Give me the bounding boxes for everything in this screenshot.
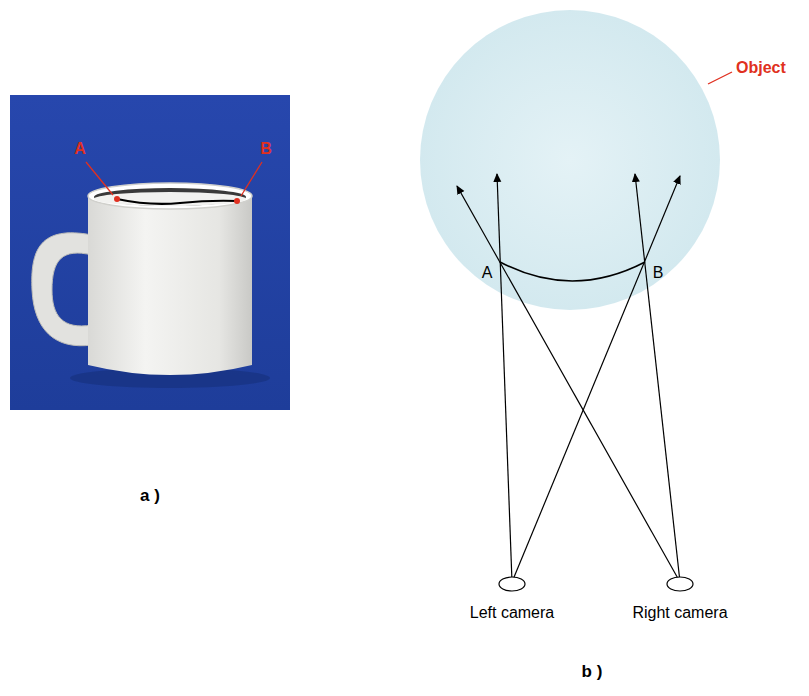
camera-label: Right camera [632, 604, 727, 622]
panel-label: a ) [140, 486, 160, 506]
photo-point-label: A [74, 140, 86, 158]
object-label: Object [736, 59, 786, 77]
stereo-schematic [420, 10, 732, 591]
photo-point-label: B [260, 140, 272, 158]
panel-label: b ) [582, 662, 603, 682]
mug-photo [10, 95, 290, 410]
point-label: A [482, 264, 493, 282]
point-label: B [653, 264, 664, 282]
camera-label: Left camera [470, 604, 554, 622]
